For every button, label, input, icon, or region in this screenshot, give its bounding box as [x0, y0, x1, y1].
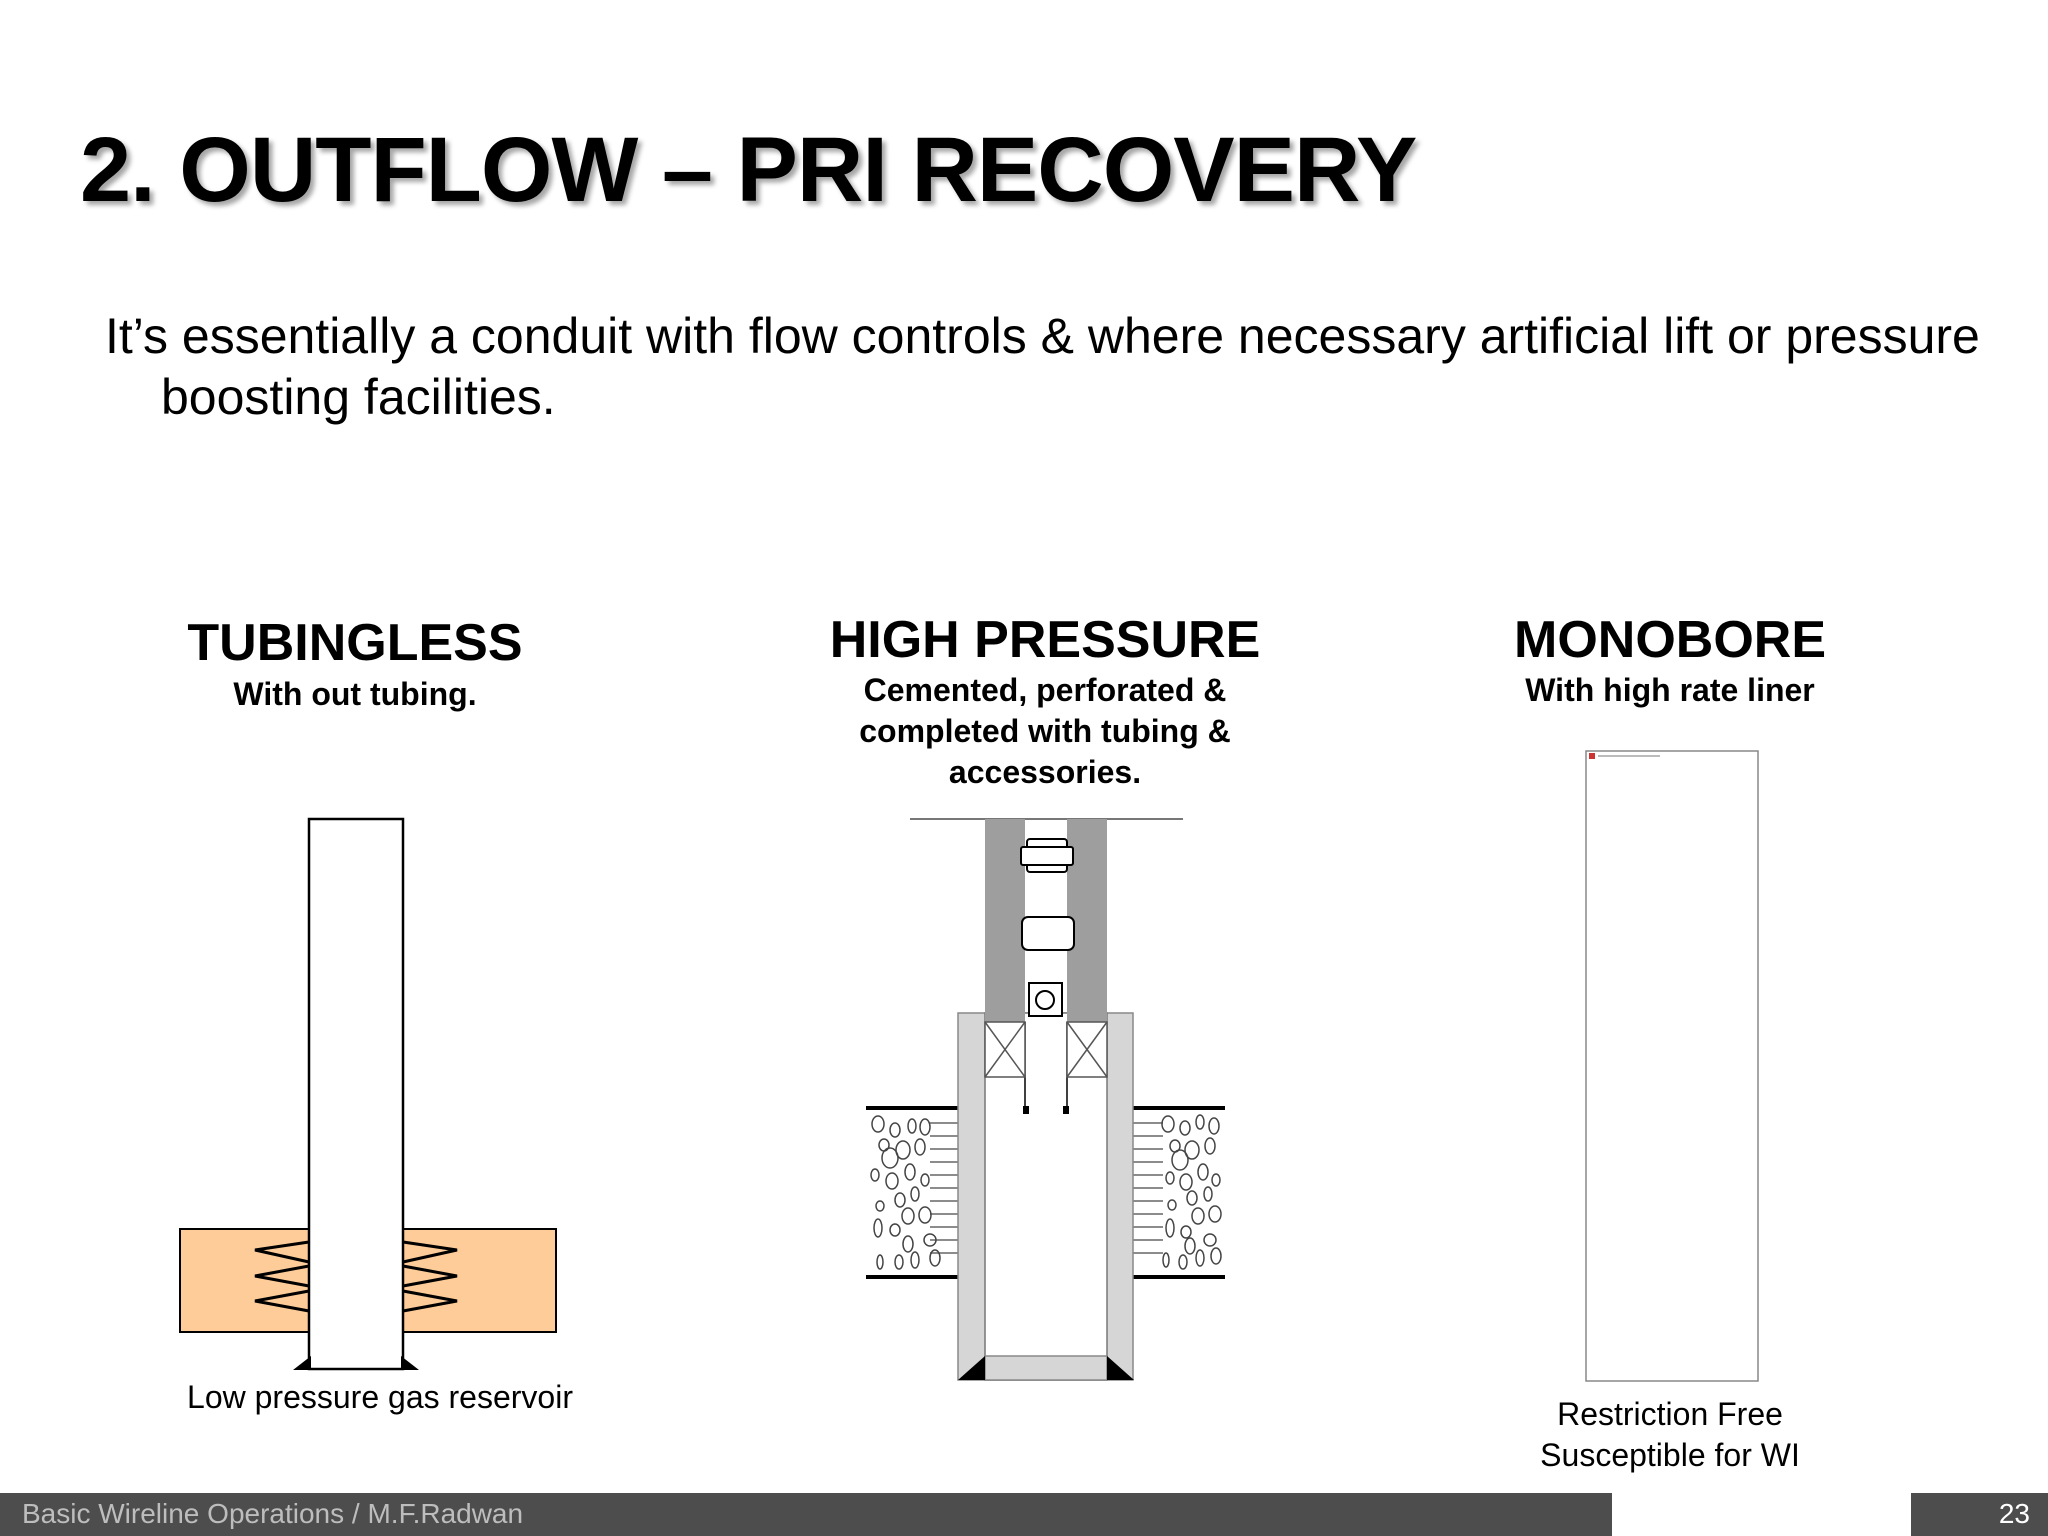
casing-shoe-left — [293, 1356, 311, 1370]
landing-nipple — [1028, 982, 1063, 1017]
formation-right — [1108, 1106, 1225, 1279]
broken-image-icon — [1589, 753, 1595, 759]
packer-right — [1066, 1021, 1108, 1078]
high-pressure-heading: HIGH PRESSURE — [829, 611, 1261, 669]
tubing-end-left — [1023, 1106, 1029, 1114]
monobore-caption-line2: Susceptible for WI — [1540, 1437, 1800, 1473]
casing-shoe-right — [401, 1356, 419, 1370]
tubing-wall-left — [985, 819, 1025, 1022]
casing-bore — [307, 817, 405, 1371]
casing-shoe-right — [1107, 1356, 1134, 1380]
body-text: It’s essentially a conduit with flow con… — [105, 308, 1980, 425]
slide-title: 2. OUTFLOW – PRI RECOVERY — [80, 119, 1417, 221]
tubingless-caption: Low pressure gas reservoir — [187, 1379, 573, 1415]
perforations-right — [402, 1240, 458, 1313]
footer-text: Basic Wireline Operations / M.F.Radwan — [22, 1498, 524, 1529]
safety-valve — [1020, 838, 1074, 873]
tubingless-subheading: With out tubing. — [233, 676, 477, 712]
monobore-caption-line1: Restriction Free — [1557, 1396, 1783, 1432]
gas-lift-mandrel — [1021, 916, 1075, 951]
monobore-diagram — [1585, 750, 1759, 1382]
tubingless-diagram — [179, 817, 557, 1371]
casing-bottom — [984, 1355, 1108, 1381]
monobore-heading: MONOBORE — [1514, 611, 1826, 669]
tubingless-heading: TUBINGLESS — [187, 614, 523, 672]
page-number: 23 — [1998, 1498, 2030, 1529]
monobore-image-frame — [1585, 750, 1759, 1382]
perforations-left — [254, 1240, 310, 1313]
footer-bar — [0, 1493, 1612, 1536]
high-pressure-subheading: Cemented, perforated & completed with tu… — [859, 672, 1231, 790]
high-pressure-diagram — [866, 818, 1225, 1381]
page-number-box — [1911, 1493, 2048, 1536]
monobore-subheading: With high rate liner — [1525, 672, 1815, 708]
packer-left — [984, 1021, 1026, 1078]
casing-shoe-left — [958, 1356, 985, 1380]
tubing-end-right — [1063, 1106, 1069, 1114]
